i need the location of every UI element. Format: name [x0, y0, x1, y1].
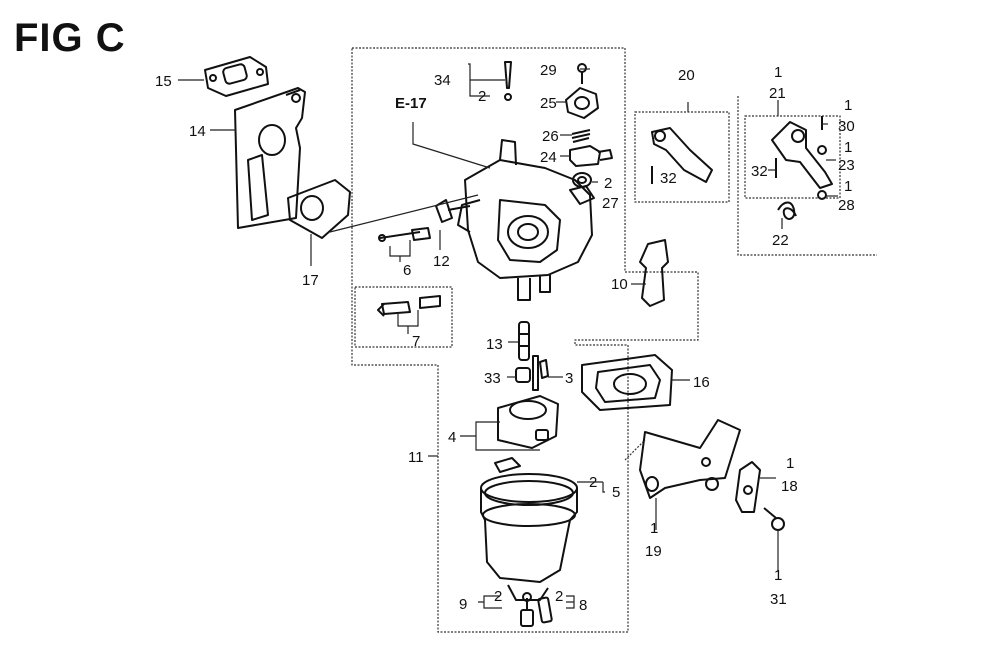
- screw-set-7-box: [354, 286, 453, 348]
- diaphragm-cover-25: [565, 87, 599, 119]
- label-1-18: 1: [786, 455, 794, 472]
- insulator-gasket-15: [204, 56, 269, 97]
- label-32-right: 32: [751, 163, 768, 180]
- choke-lever-20: [651, 127, 713, 184]
- label-2-5: 2: [589, 474, 597, 491]
- label-11: 11: [408, 449, 424, 466]
- label-29: 29: [540, 62, 557, 79]
- float-4: [497, 395, 559, 449]
- spring-22: [777, 201, 797, 220]
- label-1-21: 1: [774, 64, 782, 81]
- reference-e17: E-17: [395, 95, 427, 112]
- label-1-28: 1: [844, 178, 852, 195]
- label-24: 24: [540, 149, 557, 166]
- screw-set-7: [377, 295, 441, 317]
- label-23: 23: [838, 157, 855, 174]
- label-2-9: 2: [494, 588, 502, 605]
- throttle-linkage-box: [737, 96, 877, 256]
- float-pin-3: [532, 355, 549, 391]
- main-assembly-box: [351, 47, 699, 633]
- bracket-19: [639, 419, 741, 499]
- label-1-23: 1: [844, 139, 852, 156]
- label-18: 18: [781, 478, 798, 495]
- label-17: 17: [302, 272, 319, 289]
- main-nozzle-13: [518, 321, 530, 361]
- label-16: 16: [693, 374, 710, 391]
- label-2-34: 2: [478, 88, 486, 105]
- label-22: 22: [772, 232, 789, 249]
- main-jet-33: [515, 367, 531, 383]
- label-20: 20: [678, 67, 695, 84]
- throttle-lever-21: [771, 116, 833, 200]
- label-25: 25: [540, 95, 557, 112]
- o-ring-27: [572, 172, 592, 188]
- label-5: 5: [612, 484, 620, 501]
- label-33: 33: [484, 370, 501, 387]
- label-19: 19: [645, 543, 662, 560]
- label-1-30: 1: [844, 97, 852, 114]
- mounting-bracket-14: [234, 87, 306, 229]
- label-9: 9: [459, 596, 467, 613]
- label-8: 8: [579, 597, 587, 614]
- label-1-19: 1: [650, 520, 658, 537]
- label-30: 30: [838, 118, 855, 135]
- screw-29: [577, 63, 587, 84]
- label-31: 31: [770, 591, 787, 608]
- gasket-16: [581, 354, 673, 411]
- pilot-screw-12: [435, 199, 471, 223]
- label-3: 3: [565, 370, 573, 387]
- label-15: 15: [155, 73, 172, 90]
- label-32-left: 32: [660, 170, 677, 187]
- label-4: 4: [448, 429, 456, 446]
- screw-set-6: [378, 227, 431, 242]
- label-6: 6: [403, 262, 411, 279]
- label-27: 27: [602, 195, 619, 212]
- throttle-linkage-inner-box: [744, 115, 841, 199]
- label-2-8: 2: [555, 588, 563, 605]
- float-bowl-5: [480, 457, 578, 601]
- bolt-8: [537, 596, 553, 624]
- lever-18: [735, 461, 761, 513]
- label-12: 12: [433, 253, 450, 270]
- label-34: 34: [434, 72, 451, 89]
- choke-lever-box: [634, 111, 730, 203]
- valve-24: [569, 145, 613, 167]
- carburetor-body: [457, 139, 595, 301]
- screw-34: [504, 61, 512, 101]
- bracket-19-outline: [624, 439, 646, 461]
- label-13: 13: [486, 336, 503, 353]
- bolt-31: [763, 507, 785, 531]
- label-14: 14: [189, 123, 206, 140]
- float-10: [639, 239, 669, 307]
- spring-26: [571, 129, 591, 143]
- label-21: 21: [769, 85, 786, 102]
- label-1-31: 1: [774, 567, 782, 584]
- label-7: 7: [412, 333, 420, 350]
- drain-bolt-9: [520, 592, 534, 627]
- leader-lines: [178, 63, 838, 609]
- label-28: 28: [838, 197, 855, 214]
- label-2-27: 2: [604, 175, 612, 192]
- gasket-17: [287, 179, 351, 239]
- label-26: 26: [542, 128, 559, 145]
- label-10: 10: [611, 276, 628, 293]
- figure-title: FIG C: [14, 16, 126, 60]
